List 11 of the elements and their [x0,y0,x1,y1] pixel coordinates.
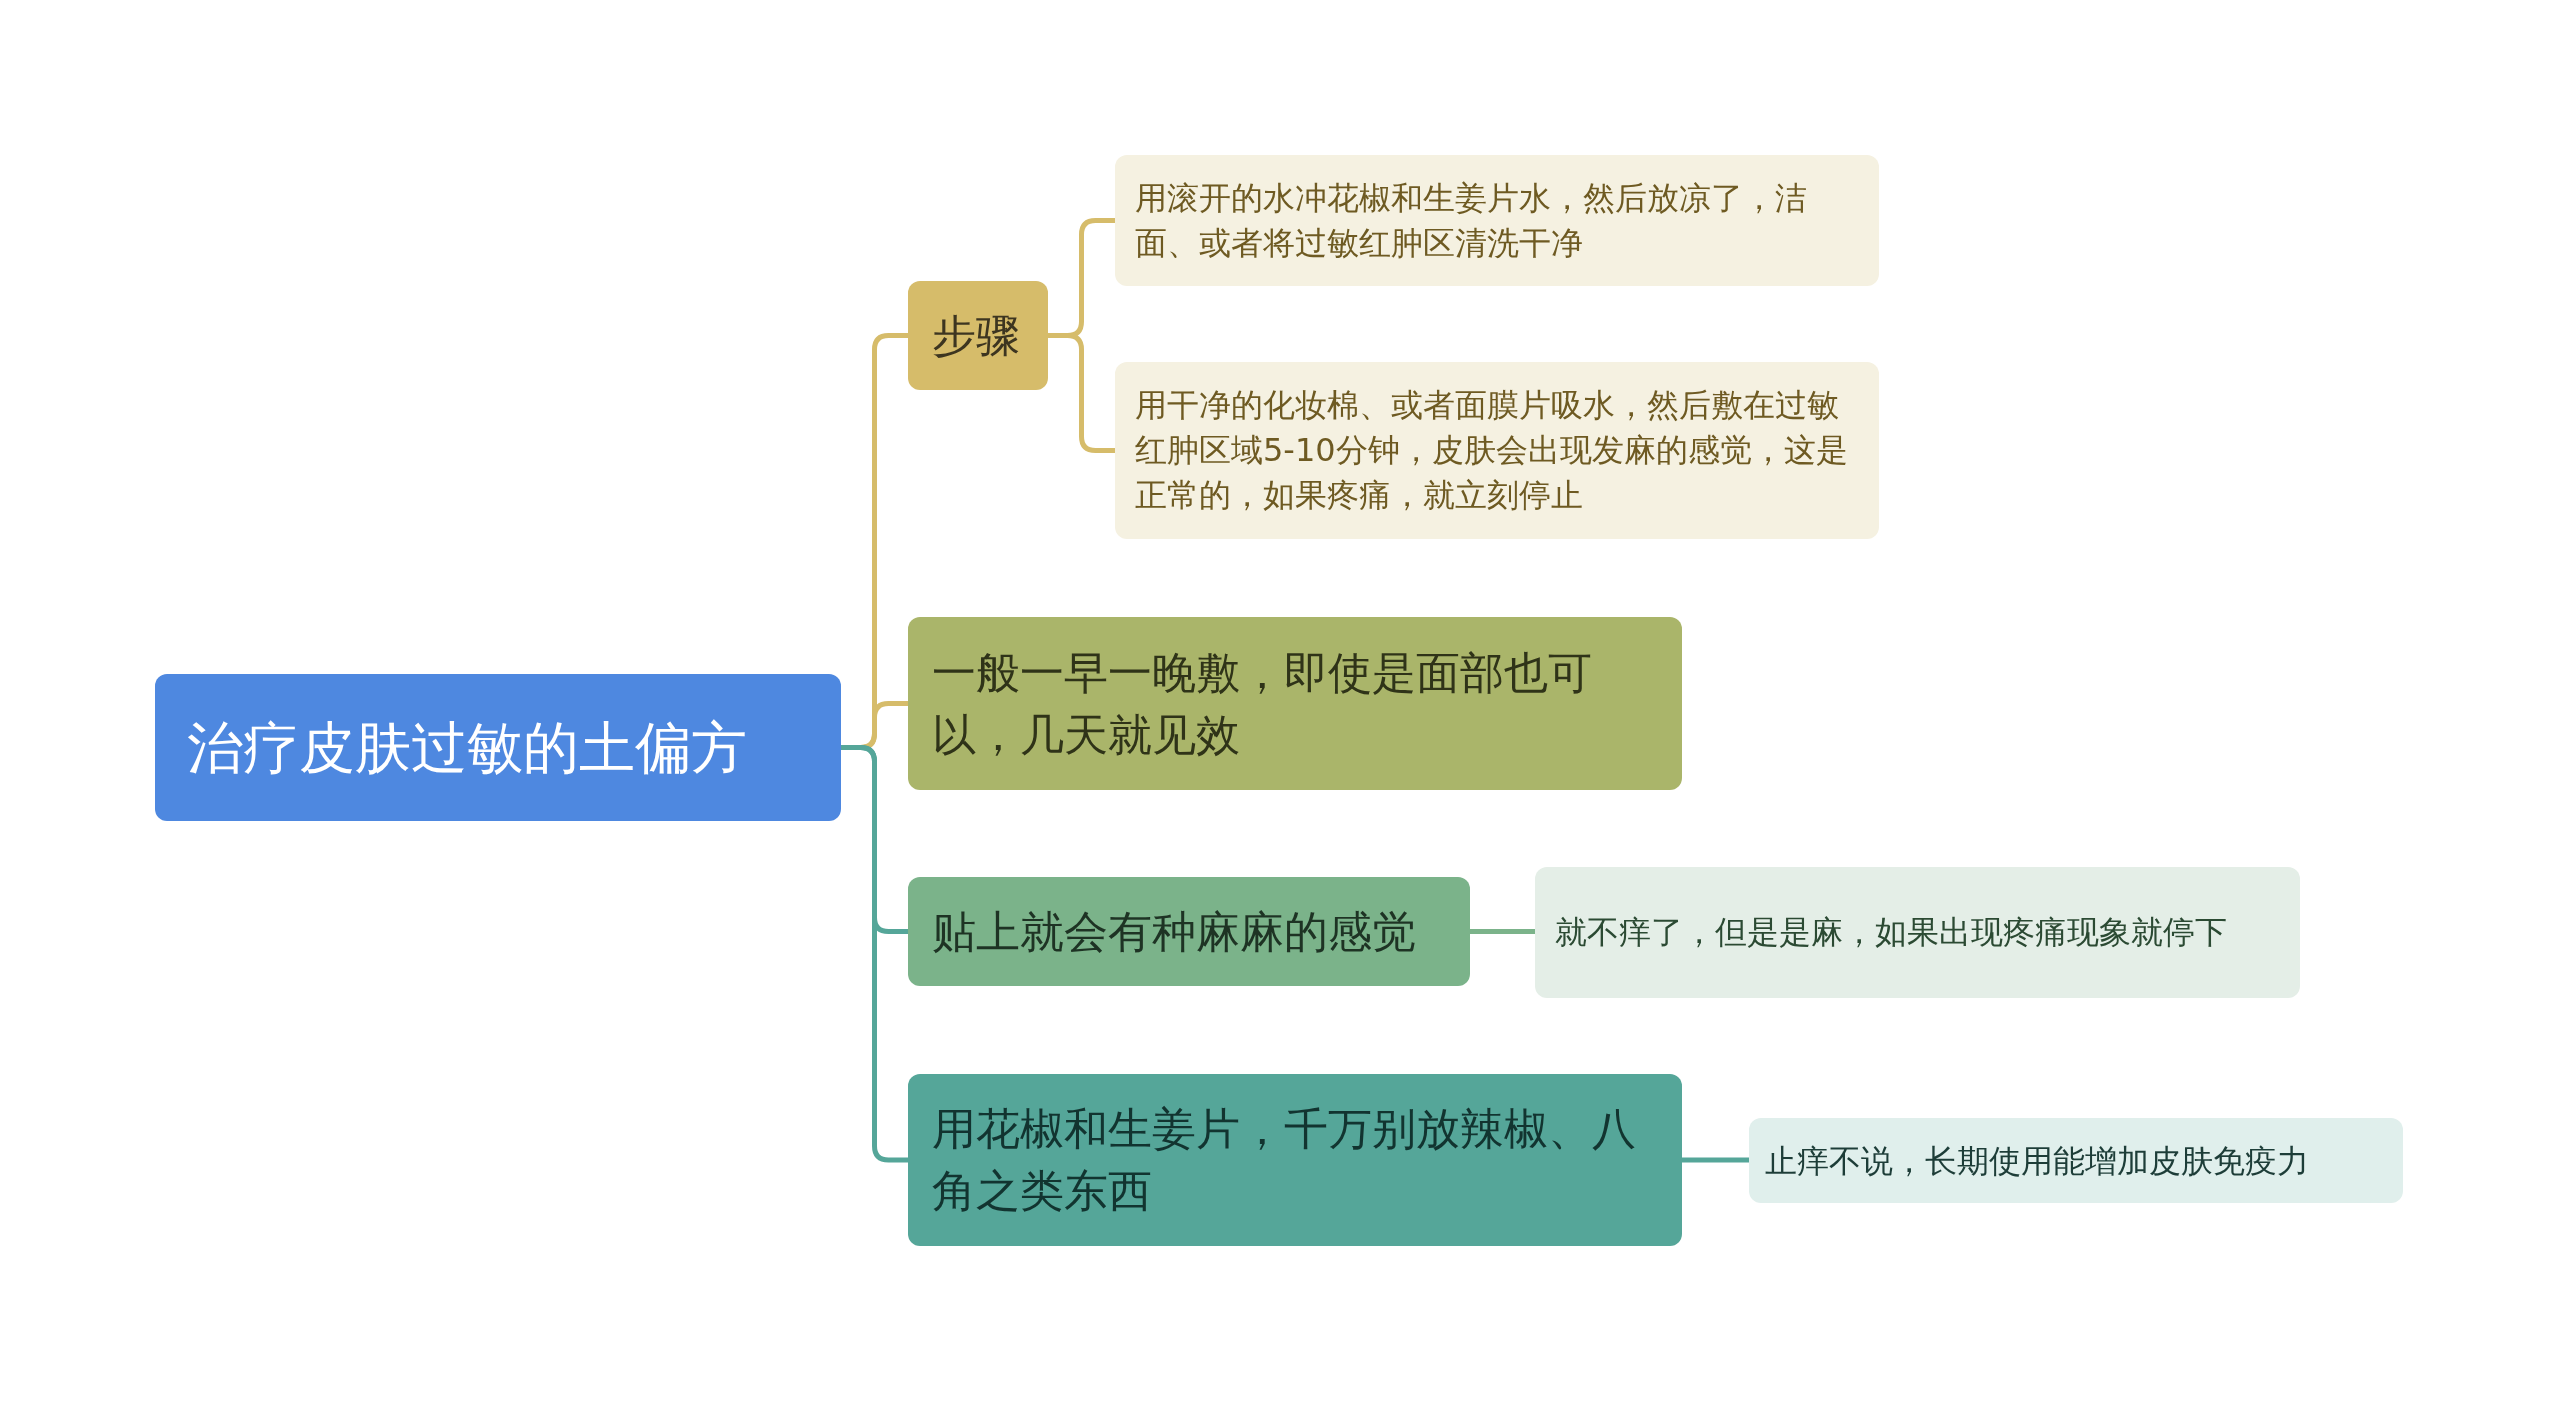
leaf-topic: 用滚开的水冲花椒和生姜片水，然后放凉了，洁面、或者将过敏红肿区清洗干净 [1115,155,1879,286]
connector [1470,929,1535,934]
leaf-topic: 止痒不说，长期使用能增加皮肤免疫力 [1749,1118,2403,1203]
branch-topic: 一般一早一晚敷，即使是面部也可以，几天就见效 [908,617,1682,790]
leaf-topic: 用干净的化妆棉、或者面膜片吸水，然后敷在过敏红肿区域5-10分钟，皮肤会出现发麻的感觉，这是正常的，如果疼痛，就立刻停止 [1115,362,1879,539]
root-topic: 治疗皮肤过敏的土偏方 [155,674,841,821]
branch-topic: 步骤 [908,281,1048,390]
leaf-topic: 就不痒了，但是是麻，如果出现疼痛现象就停下 [1535,867,2300,998]
connector [1682,1157,1749,1163]
branch-topic: 贴上就会有种麻麻的感觉 [908,877,1470,986]
branch-topic: 用花椒和生姜片，千万别放辣椒、八角之类东西 [908,1074,1682,1246]
